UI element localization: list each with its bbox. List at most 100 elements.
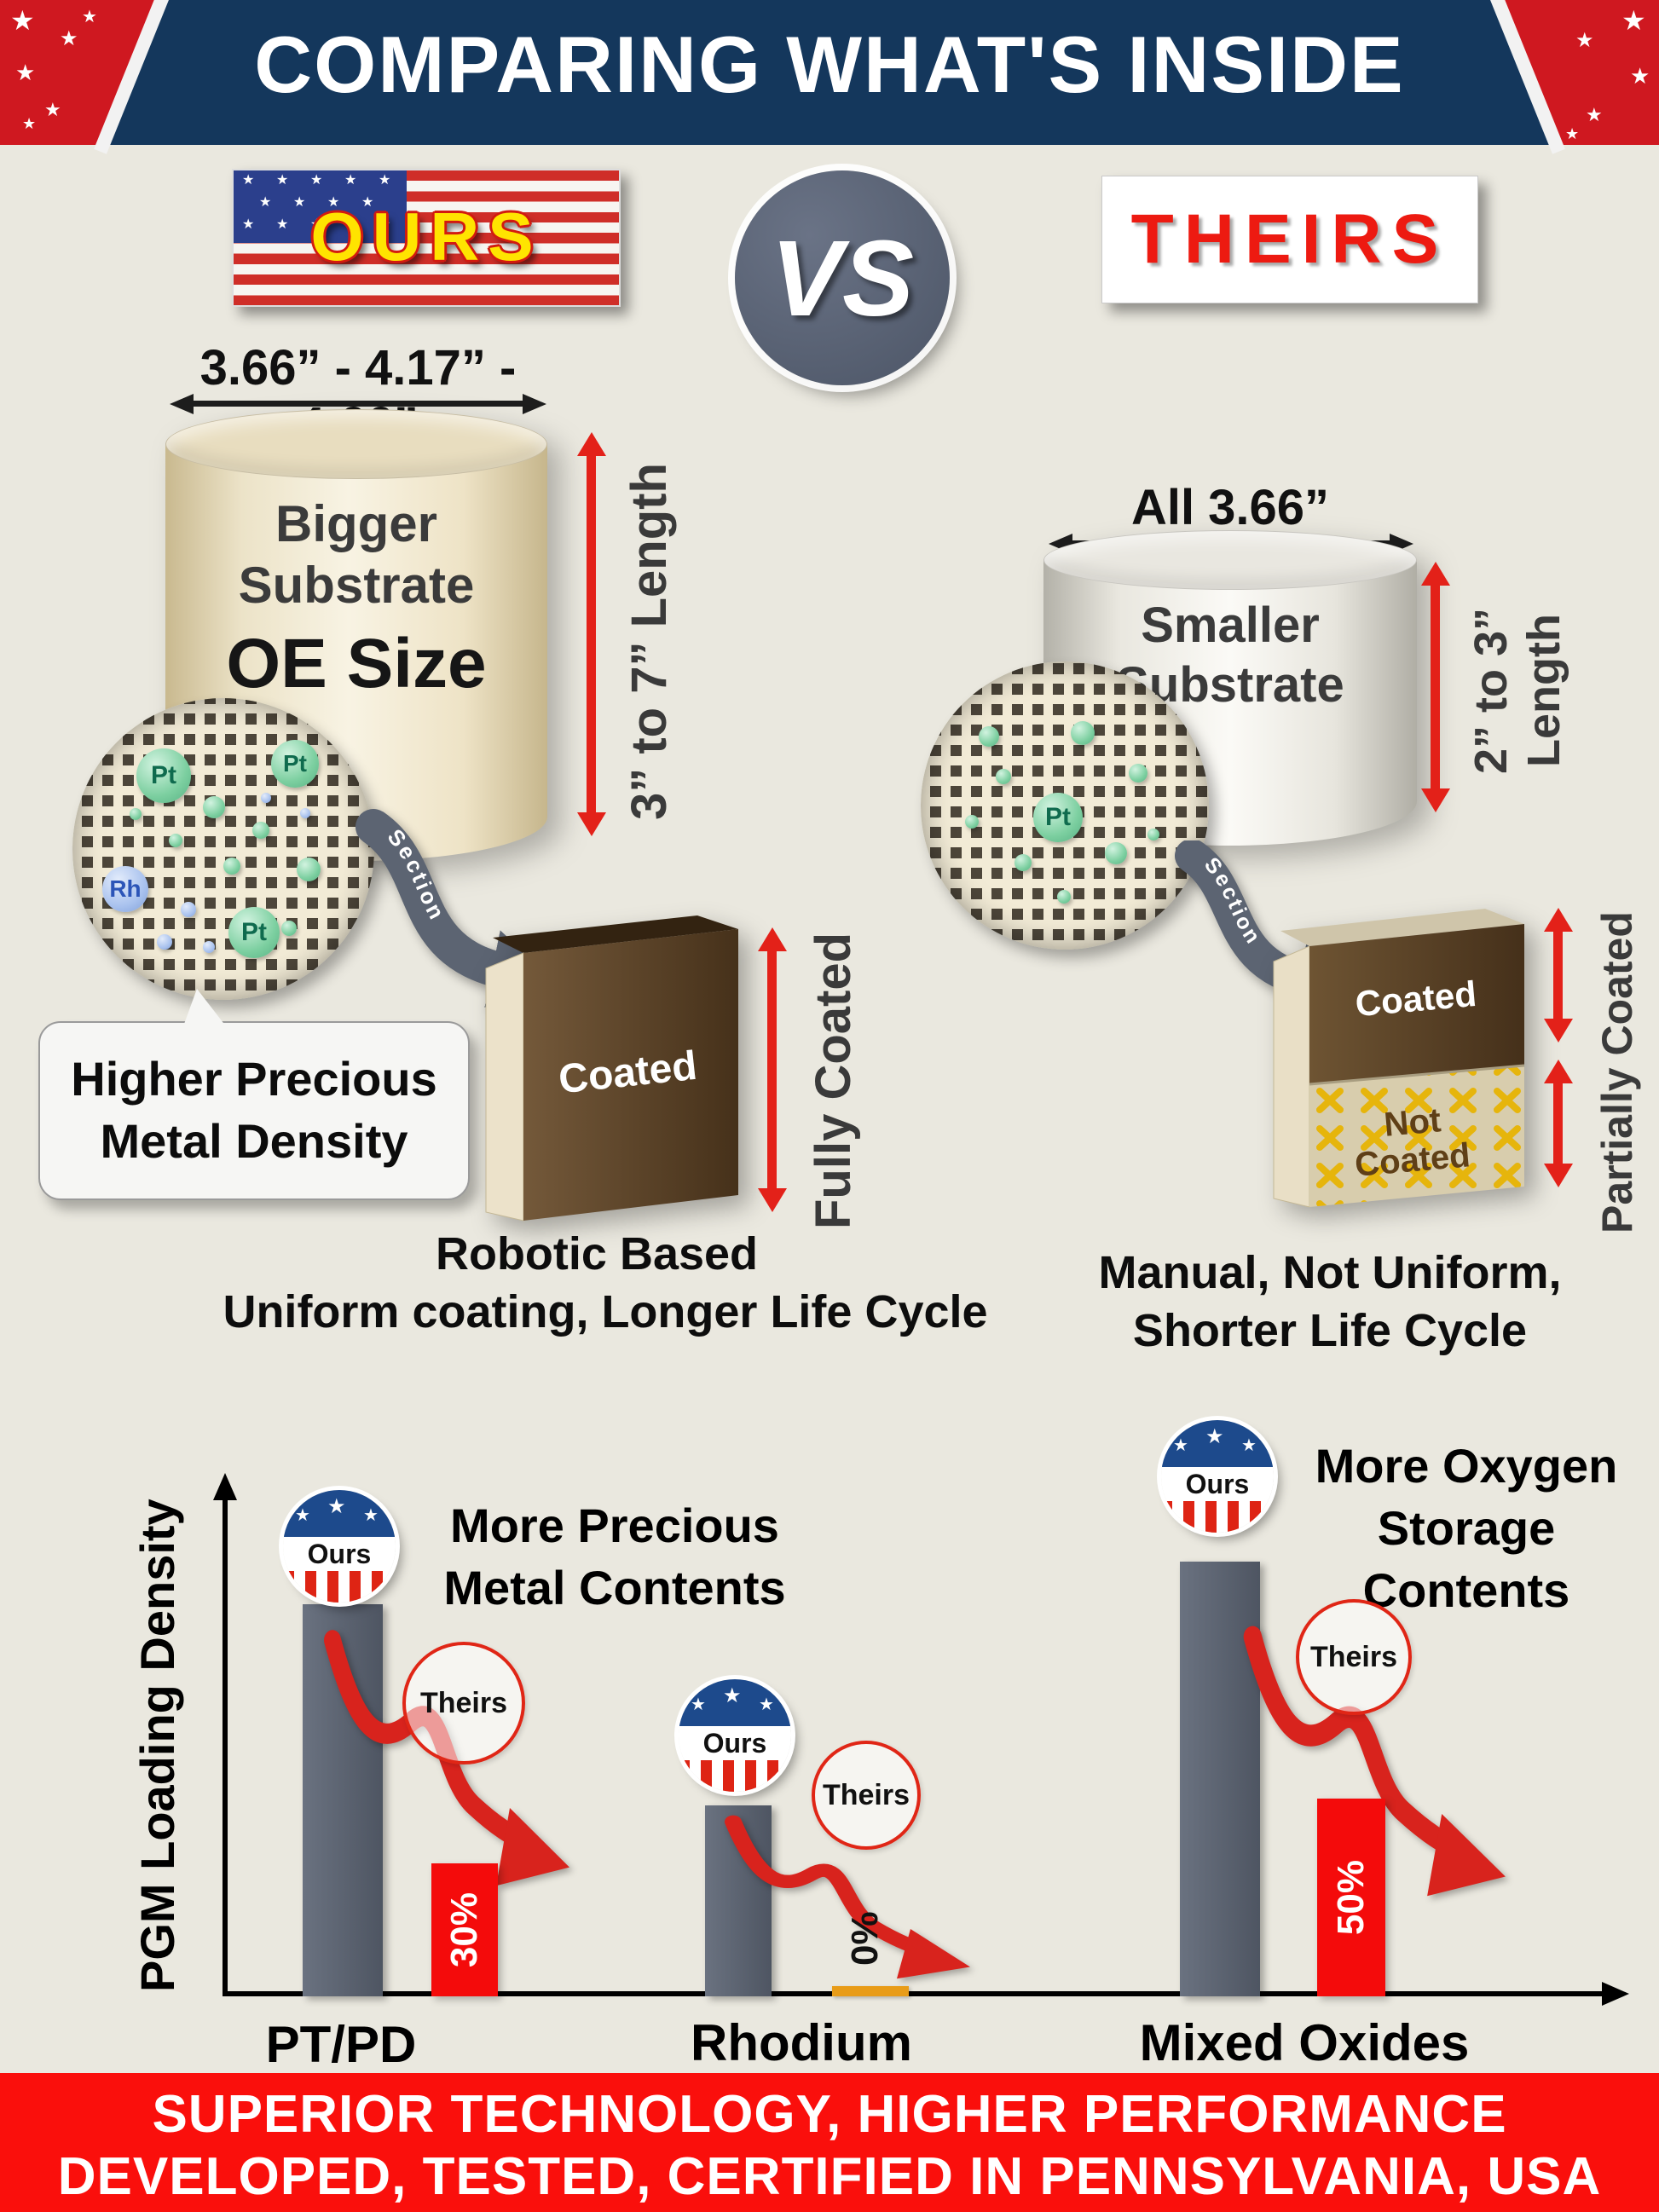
category-label-ptpd: PT/PD [265,2016,417,2073]
theirs-substrate-line1: Smaller [1141,598,1320,653]
page-title: COMPARING WHAT'S INSIDE [254,20,1405,109]
star-icon [242,174,254,188]
ours-substrate-line2: Substrate [238,557,475,614]
particle-dot [965,815,979,829]
substrate-mesh-ours [72,698,374,1000]
star-icon [379,174,390,188]
particle-dot [1014,854,1032,871]
footer-line1: SUPERIOR TECHNOLOGY, HIGHER PERFORMANCE [152,2085,1507,2144]
ours-diameter-arrow [170,393,546,414]
theirs-caption-line2: Shorter Life Cycle [1132,1305,1528,1356]
y-axis [213,1473,237,1996]
ours-length-arrow [576,432,606,836]
ours-pin-rhodium: Ours [679,1679,791,1792]
ours-caption-line1: Robotic Based [435,1228,759,1279]
pin-label: Ours [1161,1467,1274,1502]
particle-dot [297,858,321,881]
ours-pin-mixed: Ours [1161,1420,1274,1533]
particle-dot [169,834,182,847]
ours-flag-badge: OURS [232,169,621,307]
star-icon [344,174,356,188]
ours-substrate-line1: Bigger [275,495,438,552]
theirs-circle-label: Theirs [1309,1640,1398,1673]
pin-stripes [679,1760,791,1792]
particle-dot [1105,842,1127,864]
flag-canton [234,170,407,243]
pin-stripes [283,1571,396,1603]
ours-cylinder: Bigger Substrate OE Size [165,409,547,861]
particle-dot [223,858,240,875]
header-banner: COMPARING WHAT'S INSIDE [0,0,1659,154]
particle-label: Rh [109,875,142,902]
section-arrow-theirs: Section [1175,840,1361,1017]
particle-dot [157,934,172,950]
footer-line2: DEVELOPED, TESTED, CERTIFIED IN PENNSYLV… [57,2147,1602,2207]
theirs-length-label: 2” to 3” Length [1465,607,1569,774]
particle-dot [996,769,1011,784]
bar-theirs-rhodium [832,1986,909,1996]
star-icon [1565,126,1579,141]
annotation-oxygen-storage: More Oxygen Storage Contents [1279,1435,1654,1621]
annotation-line: More Oxygen [1315,1439,1618,1493]
particle-dot [252,822,269,839]
particle-dot [261,793,271,803]
particle-dot [979,726,999,747]
theirs-circle-label: Theirs [419,1686,508,1719]
partially-coated-arrow-bottom [1543,1060,1573,1187]
star-icon [759,1696,774,1713]
particle-dot [203,941,215,953]
ours-substrate-line3: OE Size [226,625,487,702]
particle-label: Pt [151,761,176,789]
star-icon [363,1507,379,1524]
partially-coated-arrow-top [1543,908,1573,1042]
particle-label: Pt [241,918,267,946]
star-icon [295,1507,310,1524]
bubble-line1: Higher Precious [71,1052,437,1106]
theirs-circle-label: Theirs [822,1778,910,1811]
star-icon [276,174,288,188]
theirs-circle-mixed: Theirs [1296,1599,1412,1715]
particle-pt: Pt [1033,793,1083,842]
bubble-line2: Metal Density [100,1113,408,1168]
theirs-circle-ptpd: Theirs [402,1642,525,1764]
x-axis [223,1982,1629,2006]
particle-label: Pt [283,750,307,777]
bar-theirs-mixed: 50% [1317,1799,1385,1996]
star-icon [327,1497,346,1517]
cylinder-top [165,409,547,479]
cylinder-top [1043,530,1417,590]
decline-arrow-mixed [1243,1626,1506,1897]
star-icon [1241,1437,1257,1454]
particle-pt: Pt [271,740,319,788]
coated-block-theirs: Coated Not Coated [1273,909,1525,1208]
pin-stripes [1161,1501,1274,1533]
fully-coated-label: Fully Coated [806,932,861,1230]
theirs-caption-line1: Manual, Not Uniform, [1098,1247,1562,1298]
particle-dot [130,808,142,820]
ours-caption-line2: Uniform coating, Longer Life Cycle [223,1286,988,1337]
theirs-label: THEIRS [1130,200,1449,278]
decline-arrow-rhodium [725,1815,970,1979]
ours-pin-ptpd: Ours [283,1490,396,1603]
particle-label: Pt [1045,803,1071,831]
particle-pt: Pt [228,907,280,958]
star-icon [691,1696,706,1713]
bar-theirs-ptpd: 30% [431,1863,498,1996]
theirs-length-arrow [1420,562,1450,812]
category-label-rhodium: Rhodium [691,2014,912,2071]
section-arrow-ours: Section [356,809,556,1008]
ours-label: OURS [310,199,542,274]
footer-banner: SUPERIOR TECHNOLOGY, HIGHER PERFORMANCE … [0,2073,1659,2212]
theirs-badge: THEIRS [1101,176,1478,303]
particle-dot [1071,721,1095,745]
annotation-precious-metal: More Precious Metal Contents [397,1495,832,1620]
star-icon [22,116,36,131]
pin-label: Ours [283,1537,396,1572]
vs-label: VS [770,217,915,338]
vs-badge: VS [735,170,950,385]
particle-rh: Rh [102,866,148,912]
pin-flag-top [283,1490,396,1538]
partially-coated-label: Partially Coated [1593,911,1641,1233]
category-label-mixed: Mixed Oxides [1139,2014,1470,2071]
star-icon [310,174,322,188]
